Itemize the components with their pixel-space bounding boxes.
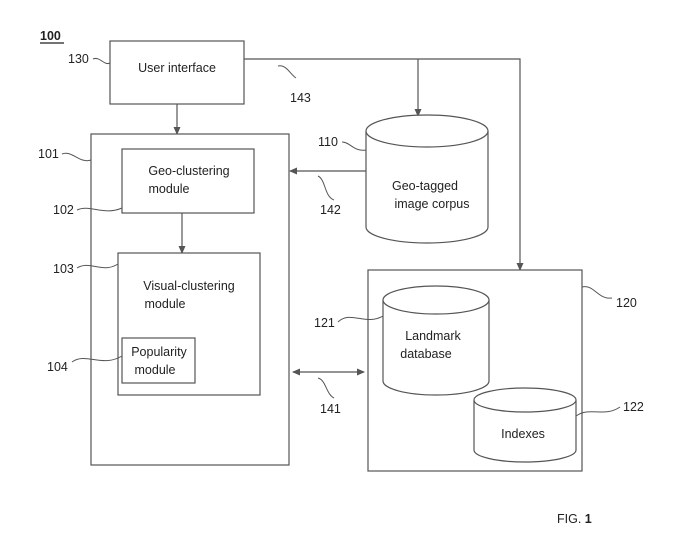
visual-clustering-label-line1: Visual-clustering bbox=[143, 279, 235, 293]
landmark-db-label-line1: Landmark bbox=[405, 329, 461, 343]
leader-102 bbox=[76, 207, 123, 212]
image-corpus-top bbox=[365, 114, 489, 148]
ref-130: 130 bbox=[68, 52, 89, 66]
ref-102: 102 bbox=[53, 203, 74, 217]
landmark-db-body bbox=[382, 300, 490, 396]
figure-label-number: 1 bbox=[585, 512, 592, 526]
popularity-label-line1: Popularity bbox=[131, 345, 187, 359]
ref-142: 142 bbox=[320, 203, 341, 217]
image-corpus-label-line2: image corpus bbox=[394, 197, 469, 211]
landmark-db-node: Landmark database bbox=[382, 285, 490, 396]
image-corpus-label-line1: Geo-tagged bbox=[392, 179, 458, 193]
figure-label-prefix: FIG. bbox=[557, 512, 581, 526]
ref-122: 122 bbox=[623, 400, 644, 414]
popularity-label-line2: module bbox=[135, 363, 176, 377]
geo-clustering-node: Geo-clustering module bbox=[121, 148, 255, 214]
ref-121: 121 bbox=[314, 316, 335, 330]
indexes-top bbox=[473, 387, 577, 413]
leader-103 bbox=[76, 263, 119, 269]
popularity-node: Popularity module bbox=[121, 337, 196, 384]
ref-110: 110 bbox=[318, 135, 338, 149]
leader-110 bbox=[341, 141, 367, 151]
leader-141 bbox=[317, 377, 335, 399]
visual-clustering-label-line2: module bbox=[145, 297, 186, 311]
user-interface-label: User interface bbox=[138, 61, 216, 75]
user-interface-node: User interface bbox=[109, 40, 245, 105]
arrow-ui-to-storage bbox=[244, 58, 524, 271]
landmark-db-label-line2: database bbox=[400, 347, 451, 361]
image-corpus-node: Geo-tagged image corpus bbox=[365, 114, 489, 244]
leader-142 bbox=[317, 175, 335, 201]
ref-120: 120 bbox=[616, 296, 637, 310]
leader-121 bbox=[337, 315, 384, 323]
leader-120 bbox=[581, 286, 613, 299]
figure-label: FIG. 1 bbox=[557, 512, 592, 526]
geo-clustering-label-line2: module bbox=[149, 182, 190, 196]
leader-101 bbox=[61, 152, 92, 162]
ref-141: 141 bbox=[320, 402, 341, 416]
figure-ref-number: 100 bbox=[40, 29, 61, 43]
ref-103: 103 bbox=[53, 262, 74, 276]
ref-104: 104 bbox=[47, 360, 68, 374]
ref-143: 143 bbox=[290, 91, 311, 105]
indexes-node: Indexes bbox=[473, 387, 577, 463]
ref-101: 101 bbox=[38, 147, 59, 161]
leader-130 bbox=[92, 57, 111, 65]
geo-clustering-box bbox=[121, 148, 255, 214]
leader-104 bbox=[71, 355, 123, 363]
leader-143 bbox=[277, 65, 297, 79]
landmark-db-top bbox=[382, 285, 490, 315]
image-corpus-body bbox=[365, 131, 489, 244]
indexes-label: Indexes bbox=[501, 427, 545, 441]
leader-122 bbox=[575, 406, 621, 417]
indexes-body bbox=[473, 400, 577, 463]
popularity-box bbox=[121, 337, 196, 384]
geo-clustering-label-line1: Geo-clustering bbox=[148, 164, 229, 178]
